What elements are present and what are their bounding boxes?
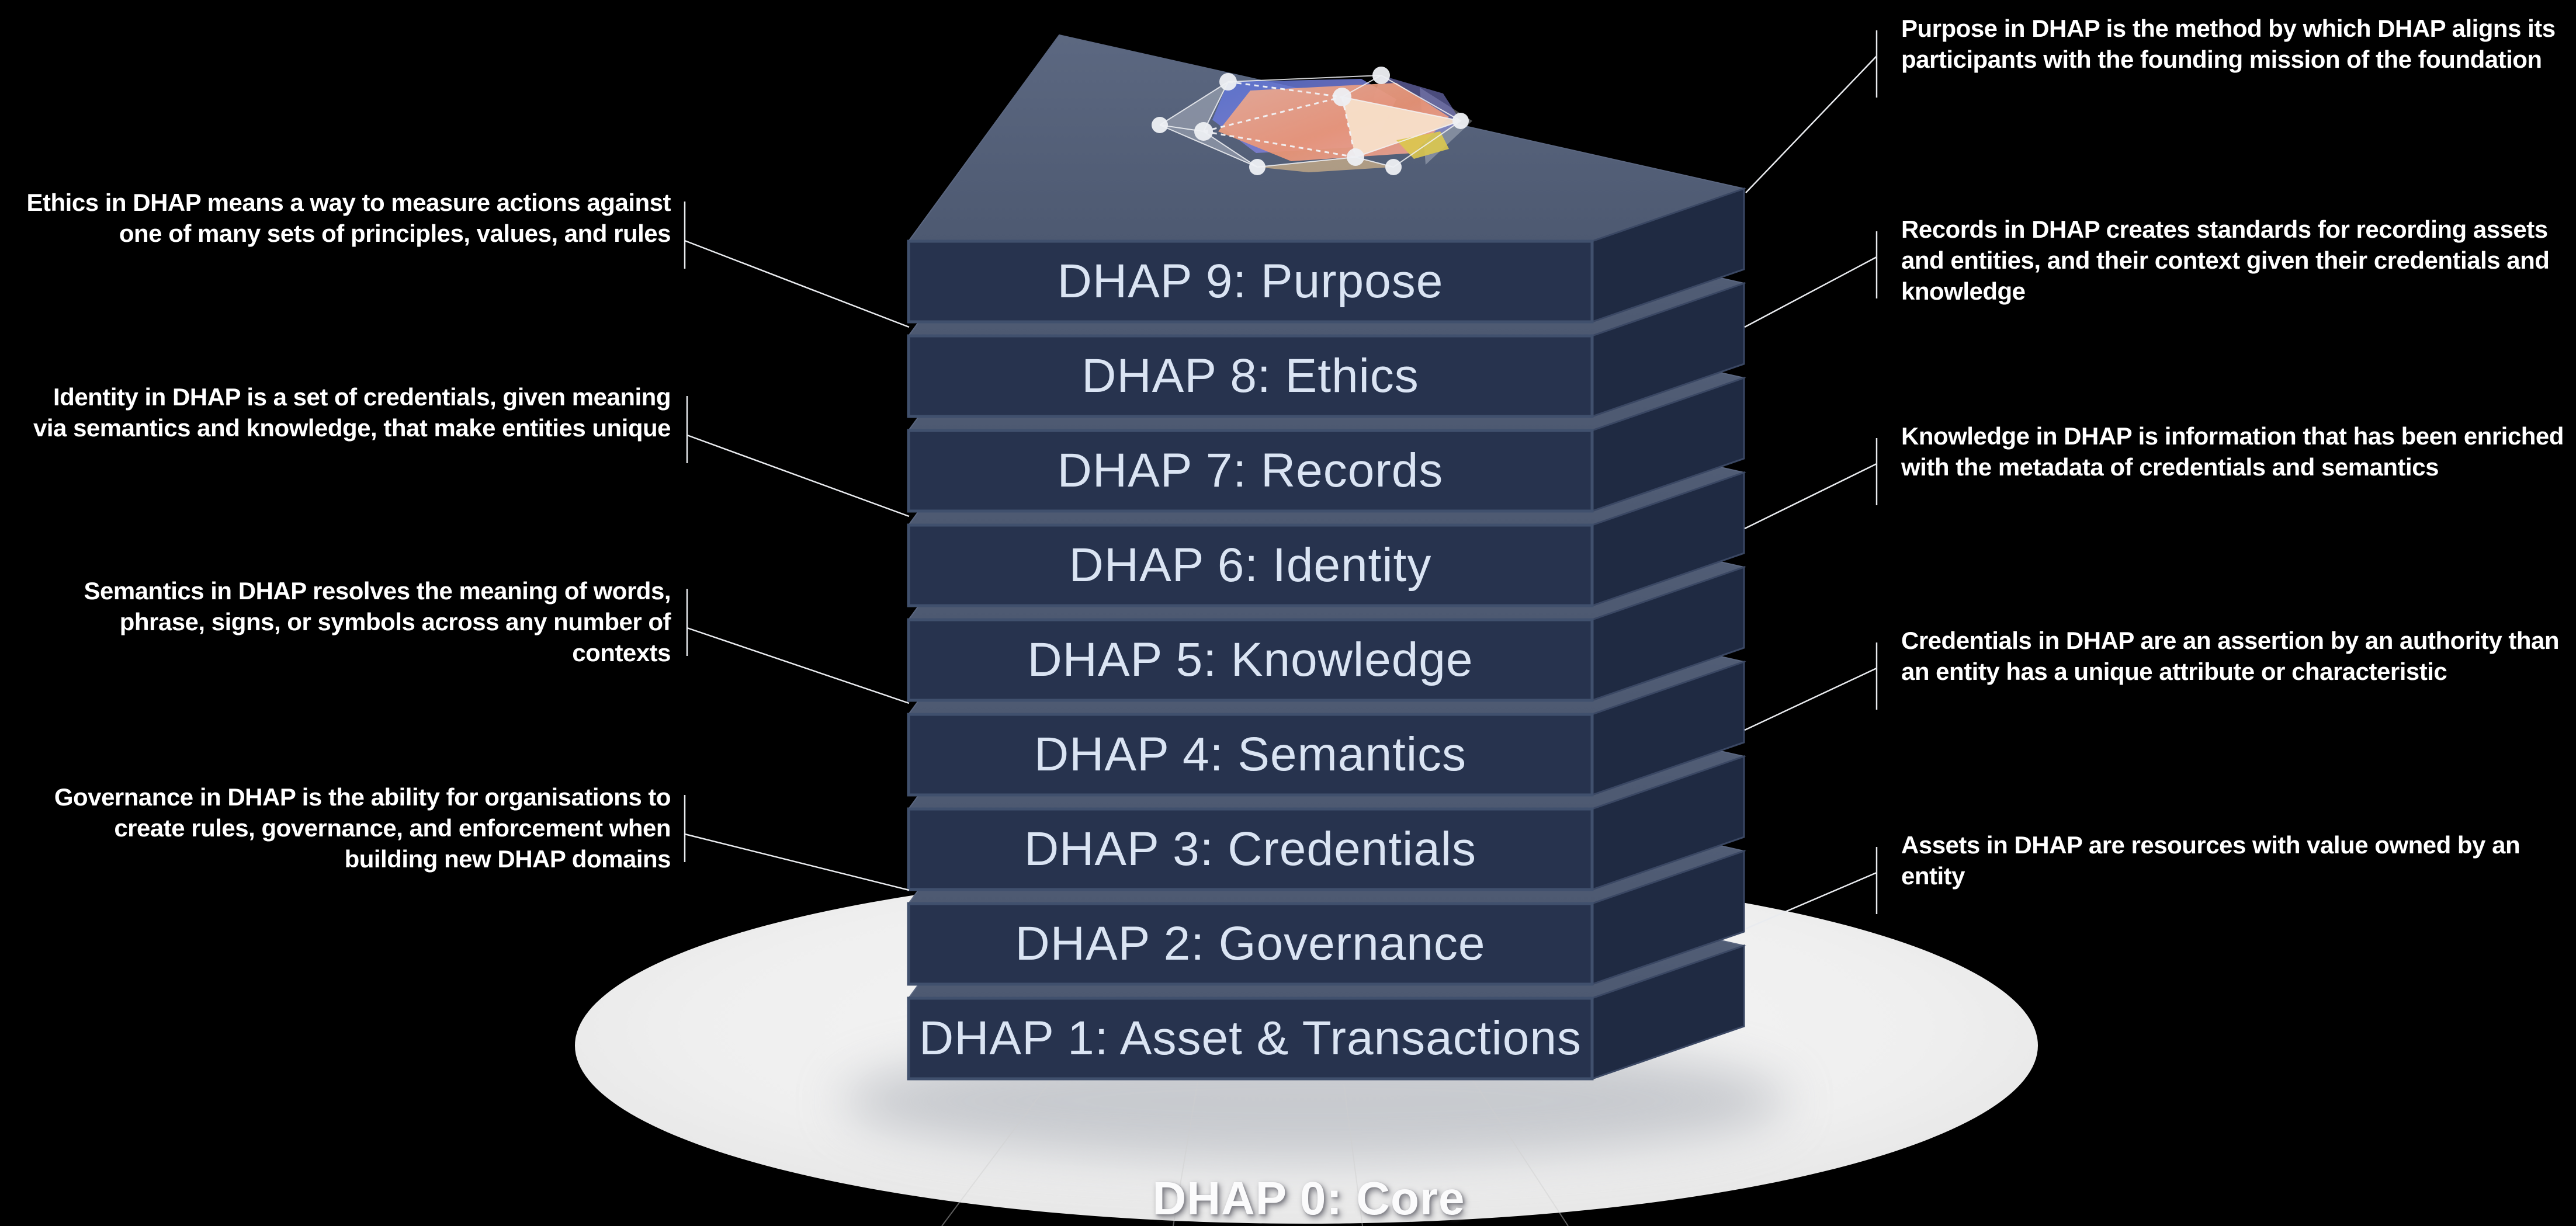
callout-knowledge	[1744, 438, 1878, 530]
layer-dhap-1-front-face	[907, 996, 1594, 1081]
layer-dhap-8-front-face	[907, 334, 1594, 418]
callout-purpose	[1745, 30, 1878, 193]
layer-dhap-2-front-face	[907, 902, 1594, 986]
annotation-semantics: Semantics in DHAP resolves the meaning o…	[84, 577, 671, 666]
layer-label-dhap-9: DHAP 9: Purpose	[1057, 255, 1444, 308]
layer-label-dhap-2: DHAP 2: Governance	[1015, 917, 1486, 970]
layer-label-dhap-6: DHAP 6: Identity	[1069, 539, 1432, 592]
layer-label-dhap-4: DHAP 4: Semantics	[1034, 728, 1467, 781]
platform-streaks	[941, 1079, 1569, 1226]
callout-line-semantics	[687, 627, 910, 704]
callout-credentials	[1744, 642, 1878, 731]
callout-line-purpose	[1745, 55, 1877, 193]
stack-layers	[907, 34, 1746, 1081]
annotation-assets: Assets in DHAP are resources with value …	[1901, 831, 2520, 890]
callout-governance	[684, 795, 910, 891]
callout-line-identity	[687, 434, 910, 518]
layer-dhap-7-front-face	[907, 429, 1594, 513]
annotation-records: Records in DHAP creates standards for re…	[1901, 216, 2550, 305]
base-layer-label: DHAP 0: Core	[1152, 1172, 1465, 1224]
layer-dhap-9-front-face	[907, 239, 1594, 324]
layer-dhap-6-front-face	[907, 523, 1594, 607]
callout-line-ethics	[684, 239, 910, 328]
callout-line-assets	[1745, 871, 1877, 930]
layer-label-dhap-1: DHAP 1: Asset & Transactions	[919, 1012, 1582, 1065]
layer-dhap-3-front-face	[907, 807, 1594, 891]
callout-line-records	[1744, 256, 1877, 328]
layer-label-dhap-3: DHAP 3: Credentials	[1024, 822, 1477, 876]
callout-line-knowledge	[1744, 463, 1877, 530]
callout-line-credentials	[1744, 667, 1877, 731]
layer-label-dhap-7: DHAP 7: Records	[1057, 444, 1444, 497]
annotation-identity: Identity in DHAP is a set of credentials…	[33, 383, 671, 442]
callout-ethics	[684, 202, 910, 328]
layer-dhap-5-front-face	[907, 618, 1594, 702]
callout-lines	[684, 30, 1878, 930]
annotation-purpose: Purpose in DHAP is the method by which D…	[1901, 15, 2556, 73]
annotation-credentials: Credentials in DHAP are an assertion by …	[1901, 627, 2560, 685]
dhap-polyhedron-logo	[1152, 67, 1472, 175]
callout-identity	[686, 396, 910, 518]
annotation-governance: Governance in DHAP is the ability for or…	[54, 783, 671, 873]
callout-assets	[1745, 847, 1878, 930]
layer-dhap-4-front-face	[907, 713, 1594, 797]
logo-nodes	[1152, 67, 1469, 175]
layer-label-dhap-5: DHAP 5: Knowledge	[1027, 633, 1474, 686]
annotation-ethics: Ethics in DHAP means a way to measure ac…	[26, 189, 671, 247]
callout-semantics	[686, 589, 910, 704]
callout-line-governance	[684, 833, 910, 891]
callout-records	[1744, 231, 1878, 328]
layer-label-dhap-8: DHAP 8: Ethics	[1081, 349, 1419, 402]
annotation-knowledge: Knowledge in DHAP is information that ha…	[1901, 422, 2564, 481]
